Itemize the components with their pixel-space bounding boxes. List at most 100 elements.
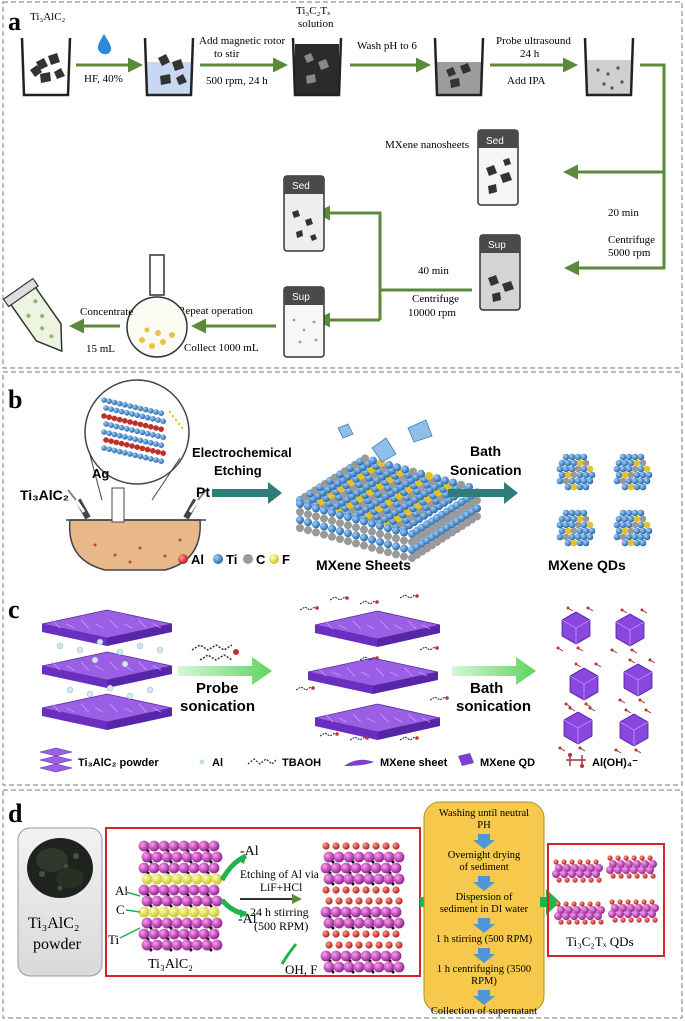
d-powder-image xyxy=(27,838,93,898)
d-ti3alc2-crystal xyxy=(138,840,223,952)
a-stir-label-1: Add magnetic rotor xyxy=(199,35,285,47)
c-step1-line1: Probe xyxy=(196,680,239,697)
beaker-solution xyxy=(291,37,343,97)
c-step2-line1: Bath xyxy=(470,680,503,697)
panel-a-letter: a xyxy=(8,7,21,36)
d-step-4: 1 h stirring (500 RPM) xyxy=(436,934,533,945)
d-etched-crystal xyxy=(320,842,405,974)
a-time-40: 40 min xyxy=(418,265,449,277)
a-repeat-label: Repeat operation xyxy=(178,305,253,317)
d-step-5-line1: 1 h centrifuging (3500 xyxy=(437,964,531,975)
c-legend-qd: MXene QD xyxy=(480,757,535,769)
d-qds-frame xyxy=(547,843,665,957)
b-legend-f-dot xyxy=(269,554,279,564)
d-step-2-line2: of sediment xyxy=(459,862,508,873)
d-stir-line1: 24 h stirring xyxy=(250,905,309,919)
d-atom-ti: Ti xyxy=(108,932,119,947)
d-crystal-label: Ti₃AlC₂ xyxy=(148,957,193,972)
a-centrifuge-1-speed: 5000 rpm xyxy=(608,247,651,259)
c-legend-al-dot xyxy=(199,759,205,765)
d-powder-line1: Ti₃AlC₂ xyxy=(28,915,79,932)
d-pointer-ti xyxy=(119,927,141,939)
panel-bc-frame xyxy=(2,371,683,786)
c-legend-qd-icon xyxy=(458,753,474,766)
b-step1-line1: Electrochemical xyxy=(192,445,292,460)
d-step-3-line2: sediment in DI water xyxy=(440,904,529,915)
d-step-arrow-2 xyxy=(473,876,495,891)
a-tube3-sed: Sed xyxy=(292,181,310,192)
b-legend-ti-dot xyxy=(213,554,223,564)
d-powder-line2: powder xyxy=(33,936,82,953)
panel-a: a Ti₃AlC₂ HF, 40% Add magnetic rotor to … xyxy=(2,1,683,369)
c-legend-sheet-icon xyxy=(344,759,374,766)
panel-a-frame xyxy=(2,1,683,369)
tube-sup-2 xyxy=(283,286,325,358)
d-step-1-line1: Washing until neutral xyxy=(439,808,529,819)
c-exfoliated-sheets xyxy=(295,594,449,741)
tube-sup-1 xyxy=(479,234,521,311)
flask-collect xyxy=(126,254,188,358)
c-legend-tbaoh-icon xyxy=(247,758,277,765)
b-mxene-qds xyxy=(556,453,653,547)
c-tbaoh-molecule-1 xyxy=(191,644,239,661)
c-step1-line2: sonication xyxy=(180,698,255,715)
b-electrochemical-cell xyxy=(66,487,207,571)
b-step1-line2: Etching xyxy=(214,463,262,478)
d-step-arrow-1 xyxy=(473,834,495,849)
d-step-6: Collection of supernatant xyxy=(431,1006,537,1017)
beaker-wash xyxy=(433,37,485,97)
panel-d-frame xyxy=(2,789,683,1019)
a-centrifuge-2: Centrifuge xyxy=(412,293,459,305)
a-ultrasound-label-2: 24 h xyxy=(520,48,540,60)
panel-d-letter: d xyxy=(8,799,23,828)
beaker-sonicated xyxy=(583,37,635,97)
arrow-a5 xyxy=(564,63,666,276)
d-step-arrow-4 xyxy=(473,948,495,963)
c-legend-aloh-icon xyxy=(566,753,586,768)
tube-nanosheets xyxy=(477,129,519,206)
a-centrifuge-1: Centrifuge xyxy=(608,234,655,246)
b-arrow-2 xyxy=(448,482,518,504)
a-concentrate-label: Concentrate xyxy=(80,306,133,318)
d-step-arrow-5 xyxy=(473,990,495,1005)
d-arrow-to-qds xyxy=(540,889,560,915)
d-atom-c: C xyxy=(116,902,125,917)
panel-d: d Ti₃AlC₂ powder -Al -Al Al C Ti Ti₃AlC₂… xyxy=(2,789,683,1019)
a-nanosheets-label: MXene nanosheets xyxy=(385,139,469,151)
a-centrifuge-2-speed: 10000 rpm xyxy=(408,307,456,319)
a-solution-label-1: Ti₃C₂Tₓ xyxy=(296,5,331,17)
beaker-hf xyxy=(143,37,195,97)
b-legend-f: F xyxy=(282,552,290,567)
b-electrode-pt: Pt xyxy=(196,484,210,500)
b-legend-al: Al xyxy=(191,552,204,567)
arrow-a7 xyxy=(315,205,472,292)
c-ti3alc2-stack xyxy=(41,609,173,730)
d-atom-al: Al xyxy=(115,883,128,898)
panel-b-letter: b xyxy=(8,385,22,414)
hf-drop-icon xyxy=(97,34,112,55)
c-legend-aloh: Al(OH)₄⁻ xyxy=(592,757,638,769)
b-step2-line2: Sonication xyxy=(450,462,522,478)
a-solution-label-2: solution xyxy=(298,18,334,30)
c-legend-powder-icon xyxy=(39,747,73,773)
b-flakes xyxy=(337,419,433,463)
d-arrow-al-bottom-head xyxy=(240,909,248,918)
c-arrow-1 xyxy=(178,657,272,685)
d-step-5-line2: RPM) xyxy=(471,976,497,987)
a-collect-label: Collect 1000 mL xyxy=(184,342,259,354)
b-electrode-ag: Ag xyxy=(92,466,109,481)
b-zoom-structure xyxy=(84,379,190,501)
a-ultrasound-label-1: Probe ultrasound xyxy=(496,35,571,47)
c-legend-sheet: MXene sheet xyxy=(380,757,448,769)
d-step-arrow-3 xyxy=(473,918,495,933)
c-legend-tbaoh: TBAOH xyxy=(282,757,321,769)
b-start-material: Ti₃AlC₂ xyxy=(20,487,69,503)
a-tube2-sup: Sup xyxy=(488,240,506,251)
panel-bc: b Ti₃AlC₂ Ag Pt Electrochemical Etching xyxy=(2,371,683,786)
c-legend-powder: Ti₃AlC₂ powder xyxy=(78,757,159,769)
b-legend-ti: Ti xyxy=(226,552,237,567)
c-mxene-qds xyxy=(556,606,656,754)
a-tube1-sed: Sed xyxy=(486,136,504,147)
